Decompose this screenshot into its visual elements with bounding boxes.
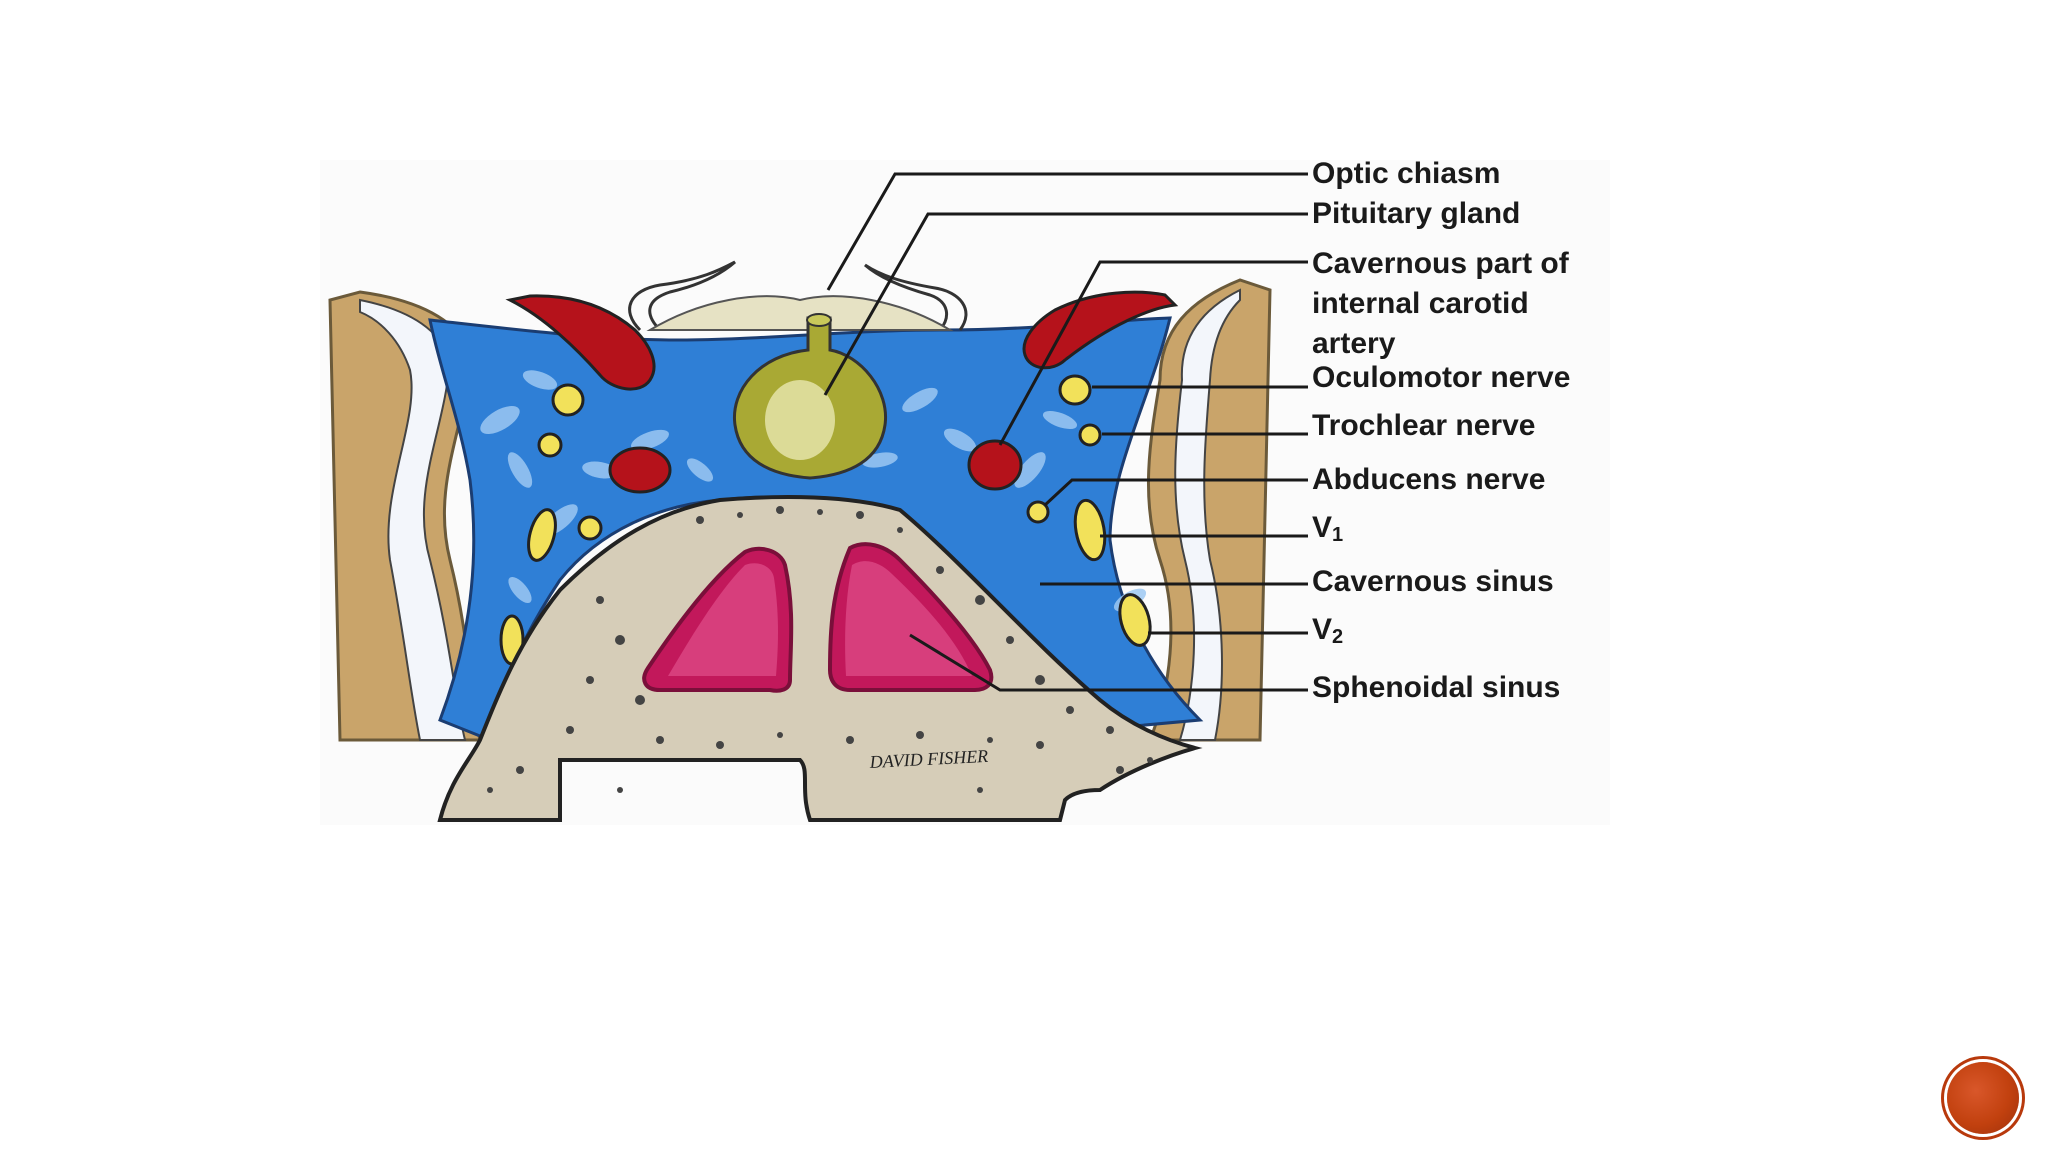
left-oculomotor-nerve xyxy=(551,383,585,417)
right-abducens-nerve xyxy=(1026,500,1050,524)
right-oculomotor-nerve xyxy=(1058,374,1092,406)
label-oculomotor-nerve: Oculomotor nerve xyxy=(1312,361,1571,394)
label-cavernous-part-line2: internal carotid xyxy=(1312,287,1529,320)
label-optic-chiasm: Optic chiasm xyxy=(1312,157,1501,190)
right-sinus-lining xyxy=(845,561,972,676)
right-v2-nerve xyxy=(1118,593,1152,647)
left-trochlear-nerve xyxy=(537,432,563,458)
leader-pituitary-gland xyxy=(823,212,1308,396)
label-trochlear-nerve: Trochlear nerve xyxy=(1312,409,1536,442)
bone-trabeculae xyxy=(487,506,1153,793)
label-cavernous-part-line1: Cavernous part of xyxy=(1312,247,1569,280)
nerves xyxy=(499,374,1152,666)
right-dural-fold xyxy=(864,263,968,331)
right-carotid-upper xyxy=(1022,290,1179,370)
label-sphenoidal-sinus: Sphenoidal sinus xyxy=(1312,671,1561,704)
right-dura-layer xyxy=(1174,288,1241,741)
label-cavernous-sinus: Cavernous sinus xyxy=(1312,565,1554,598)
leader-abducens-nerve xyxy=(1043,478,1308,507)
label-v2: V2 xyxy=(1312,612,1343,651)
label-cavernous-part-line3: artery xyxy=(1312,327,1396,360)
label-abducens-nerve: Abducens nerve xyxy=(1312,463,1546,496)
suprasellar-space xyxy=(646,295,954,331)
left-carotid-section xyxy=(608,446,672,494)
label-v1-letter: V xyxy=(1312,511,1333,544)
label-v1-subscript: 1 xyxy=(1332,524,1344,546)
right-carotid-section xyxy=(967,439,1023,491)
sphenoid-bone xyxy=(437,495,1203,822)
left-carotid-upper xyxy=(505,294,656,391)
right-trochlear-nerve xyxy=(1078,423,1102,447)
leader-lines xyxy=(823,172,1308,692)
left-abducens-nerve xyxy=(577,515,603,541)
pituitary-stalk-top xyxy=(806,313,832,327)
left-v1-nerve xyxy=(527,508,557,562)
left-sinus-lining xyxy=(668,563,778,676)
pituitary-highlight xyxy=(765,380,835,460)
label-v2-letter: V xyxy=(1312,613,1333,646)
label-pituitary-gland: Pituitary gland xyxy=(1312,197,1521,230)
leader-optic-chiasm xyxy=(826,172,1308,291)
leader-sphenoidal-sinus xyxy=(909,633,1308,692)
leader-cavernous-part xyxy=(998,260,1308,446)
label-v2-subscript: 2 xyxy=(1332,626,1344,648)
slide-nav-button[interactable] xyxy=(1947,1062,2019,1134)
left-dural-fold xyxy=(628,260,736,332)
right-v1-nerve xyxy=(1073,498,1107,562)
label-v1: V1 xyxy=(1312,510,1343,549)
label-cavernous-part: Cavernous part of internal carotid arter… xyxy=(1312,244,1569,364)
